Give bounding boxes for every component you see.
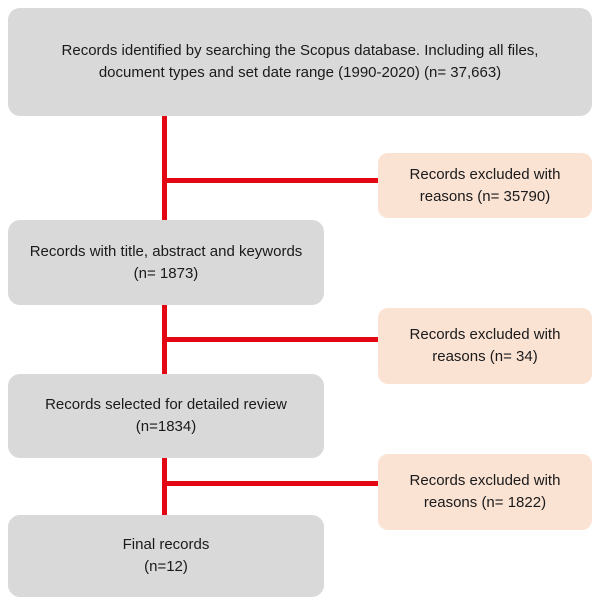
excluded-box-2: Records excluded with reasons (n= 34) xyxy=(378,308,592,384)
excluded-2-text-line-2: reasons (n= 34) xyxy=(432,348,538,365)
excluded-box-3: Records excluded with reasons (n= 1822) xyxy=(378,454,592,530)
excluded-1-text-line-2: reasons (n= 35790) xyxy=(419,187,551,205)
excluded-1-text-line-1: Records excluded with xyxy=(409,165,561,183)
eligibility-box: Records selected for detailed review (n=… xyxy=(8,374,324,458)
excluded-2-text-line-1: Records excluded with xyxy=(409,326,561,343)
excluded-3-text-line-1: Records excluded with xyxy=(409,472,561,489)
included-text-line-1: Final records xyxy=(122,536,210,553)
identification-text-line-1: Records identified by searching the Scop… xyxy=(61,42,539,59)
connector-branch-2 xyxy=(162,337,380,342)
eligibility-text-line-2: (n=1834) xyxy=(135,418,197,435)
screening-box: Records with title, abstract and keyword… xyxy=(8,220,324,305)
connector-vertical-3 xyxy=(162,458,167,515)
screening-text-line-1: Records with title, abstract and keyword… xyxy=(29,242,303,260)
excluded-3-text-line-2: reasons (n= 1822) xyxy=(423,494,547,511)
included-text-line-2: (n=12) xyxy=(144,558,188,575)
identification-box: Records identified by searching the Scop… xyxy=(8,8,592,116)
connector-branch-3 xyxy=(162,481,380,486)
screening-text-line-2: (n= 1873) xyxy=(133,264,199,282)
eligibility-text-line-1: Records selected for detailed review xyxy=(45,396,287,413)
excluded-box-1: Records excluded with reasons (n= 35790) xyxy=(378,153,592,218)
connector-branch-1 xyxy=(162,178,380,183)
identification-text-line-2: document types and set date range (1990-… xyxy=(98,64,502,81)
connector-vertical-1 xyxy=(162,116,167,220)
included-box: Final records (n=12) xyxy=(8,515,324,597)
